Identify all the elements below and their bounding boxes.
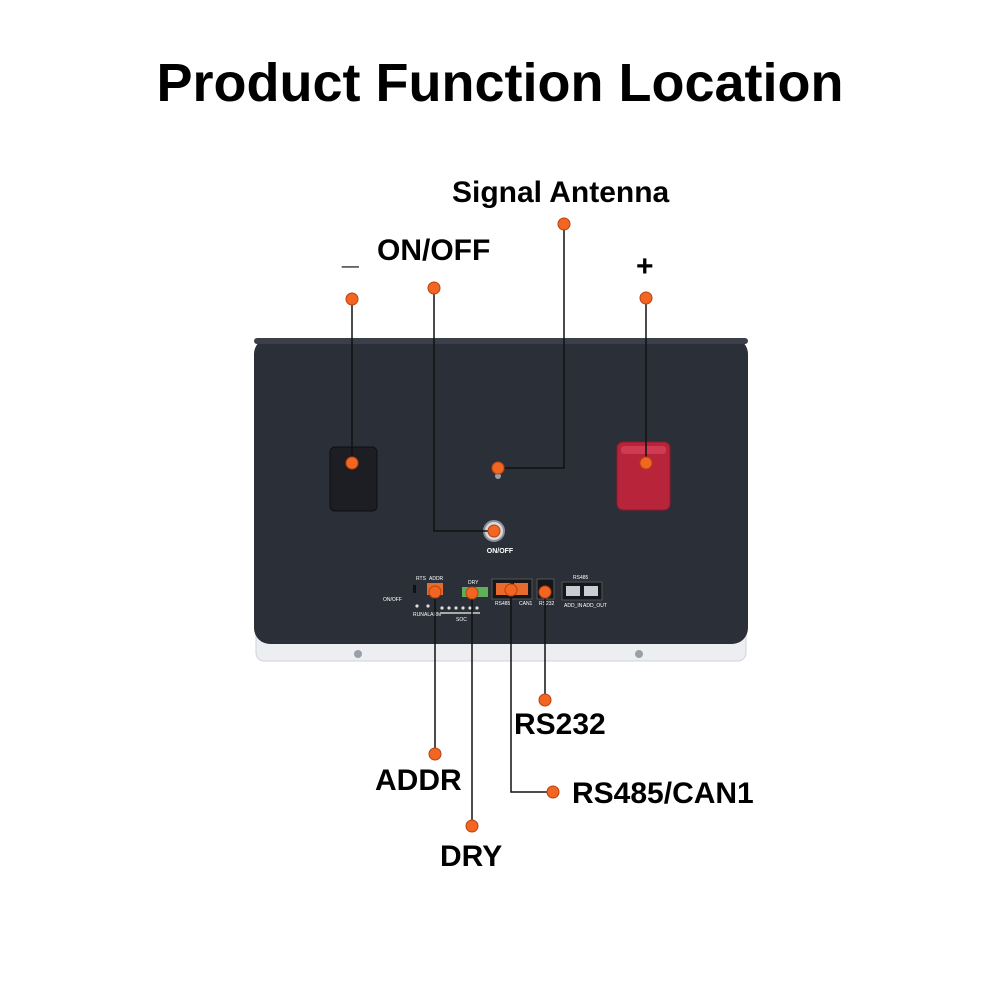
panel-dry-label: DRY — [468, 580, 479, 586]
marker-dot-icon — [428, 747, 442, 761]
panel-add-in-label: ADD_IN — [564, 603, 583, 609]
callout-rs232: RS232 — [514, 708, 606, 741]
panel-onoff-small-label: ON/OFF — [383, 597, 402, 603]
panel-rs232-label: RS232 — [539, 601, 555, 607]
soc-led-icon — [475, 606, 479, 610]
marker-dot-icon — [345, 292, 359, 306]
led-run-icon — [415, 604, 419, 608]
marker-dot-icon — [557, 217, 571, 231]
panel-soc-label: SOC — [456, 617, 467, 623]
panel-run-label: RUN — [413, 612, 424, 618]
leader-rs485-can1 — [510, 590, 553, 793]
callout-addr: ADDR — [375, 764, 462, 797]
soc-led-icon — [440, 606, 444, 610]
screw-right-icon — [635, 650, 643, 658]
panel-can1-label: CAN1 — [519, 601, 533, 607]
marker-dot-icon — [465, 819, 479, 833]
rts-switch-icon — [413, 585, 416, 593]
housing-highlight — [254, 338, 748, 344]
terminal-positive-icon — [616, 441, 671, 511]
panel-rs485-group-label: RS485 — [573, 575, 589, 581]
soc-led-row — [440, 606, 479, 610]
leader-lines — [351, 224, 647, 826]
rj45-port-icon — [584, 586, 598, 596]
panel-rs485-label: RS485 — [495, 601, 511, 607]
callout-plus: + — [636, 250, 654, 283]
terminal-negative-icon — [329, 446, 378, 512]
soc-led-icon — [461, 606, 465, 610]
marker-dot-icon — [504, 583, 518, 597]
leader-onoff — [433, 288, 494, 532]
callout-minus: _ — [342, 238, 359, 271]
marker-dot-icon — [465, 586, 479, 600]
marker-dot-icon — [546, 785, 560, 799]
soc-bar — [440, 612, 480, 614]
leader-antenna — [498, 224, 565, 469]
callout-antenna: Signal Antenna — [452, 176, 670, 209]
marker-dot-icon — [345, 456, 359, 470]
callout-dry: DRY — [440, 840, 503, 873]
screw-left-icon — [354, 650, 362, 658]
marker-dot-icon — [639, 456, 653, 470]
panel-alarm-label: ALARM — [424, 612, 441, 618]
soc-led-icon — [468, 606, 472, 610]
marker-dot-icon — [491, 461, 505, 475]
marker-dot-icon — [538, 585, 552, 599]
panel-add-out-label: ADD_OUT — [583, 603, 607, 609]
led-alarm-icon — [426, 604, 430, 608]
terminal-positive-highlight — [621, 446, 666, 454]
soc-led-icon — [454, 606, 458, 610]
marker-dots — [345, 217, 653, 833]
callout-rs485-can1: RS485/CAN1 — [572, 777, 754, 810]
callout-onoff: ON/OFF — [377, 234, 491, 267]
marker-dot-icon — [538, 693, 552, 707]
panel-addr-label: ADDR — [429, 576, 444, 582]
antenna-connector-base — [495, 473, 501, 479]
rj45-port-icon — [566, 586, 580, 596]
soc-led-icon — [447, 606, 451, 610]
marker-dot-icon — [639, 291, 653, 305]
marker-dot-icon — [427, 281, 441, 295]
battery-housing — [254, 338, 748, 644]
page-title: Product Function Location — [156, 53, 844, 113]
panel-onoff-label: ON/OFF — [487, 548, 514, 555]
marker-dot-icon — [428, 585, 442, 599]
panel-rts-label: RTS — [416, 576, 427, 582]
marker-dot-icon — [487, 524, 501, 538]
rj45-port-icon — [514, 583, 528, 595]
